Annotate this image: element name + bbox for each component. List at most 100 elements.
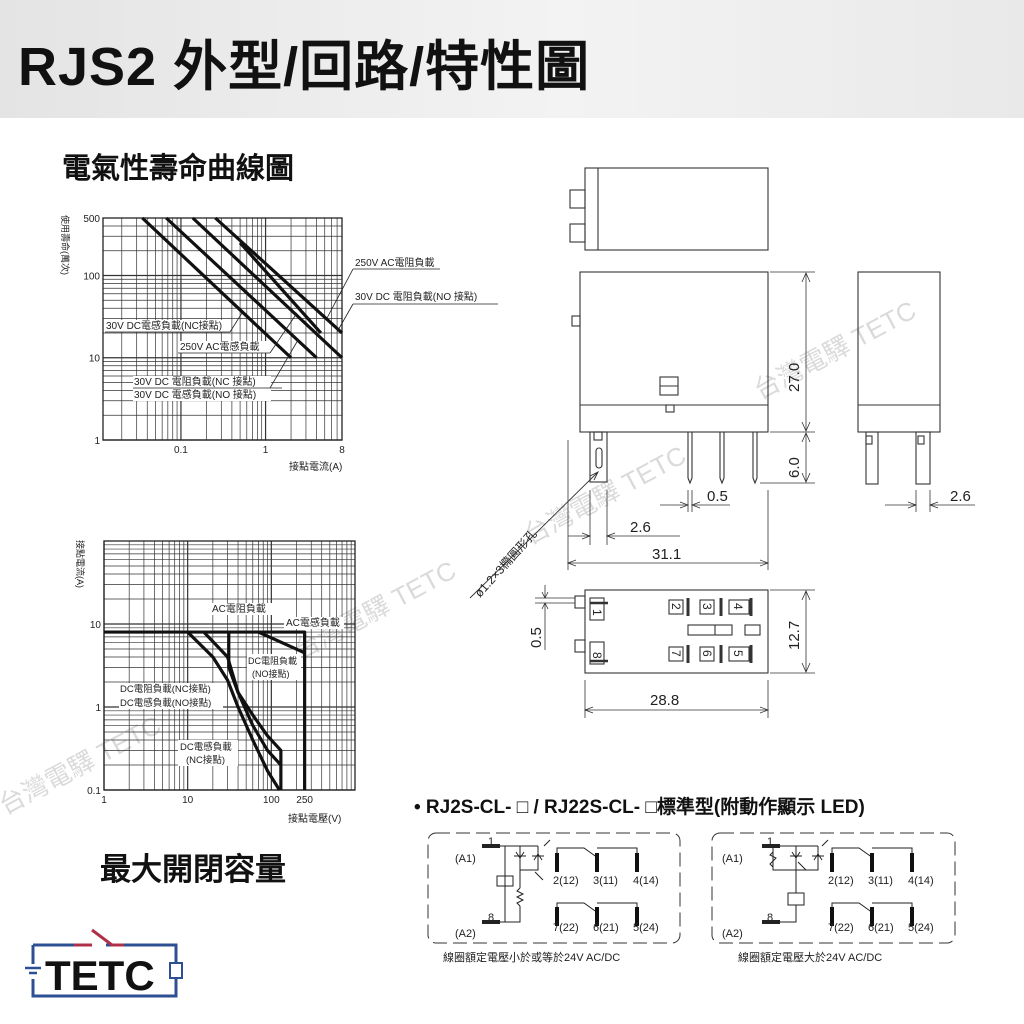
top-view-drawing bbox=[569, 167, 769, 251]
svg-text:3: 3 bbox=[700, 603, 714, 610]
svg-text:2(12): 2(12) bbox=[553, 875, 579, 887]
svg-text:3(11): 3(11) bbox=[593, 875, 618, 887]
capacity-chart-title: 最大開閉容量 bbox=[100, 852, 286, 887]
annotation: 30V DC 電阻負載(NO 接點) bbox=[355, 290, 477, 303]
circuit-diagram-right: 1 (A1) 8 (A2) 2(12) 3(11) 4(14) 7(22) 6(… bbox=[711, 832, 956, 964]
svg-text:7(22): 7(22) bbox=[828, 922, 854, 934]
x-tick-label: 0.1 bbox=[174, 445, 188, 456]
svg-text:5(24): 5(24) bbox=[633, 922, 659, 934]
circuit-diagram-left: 1 (A1) 8 (A2) 2(12) 3(11) 4(14) 7(22) 6(… bbox=[427, 832, 681, 964]
annotation: DC電阻負載(NC接點) bbox=[120, 683, 211, 695]
annotation: 250V AC電感負載 bbox=[180, 340, 259, 353]
dim-pin-pitch: 2.6 bbox=[630, 519, 651, 536]
svg-text:8: 8 bbox=[488, 912, 494, 924]
svg-text:4(14): 4(14) bbox=[908, 875, 934, 887]
annotation: AC電感負載 bbox=[286, 616, 340, 629]
caption-left: 線圈額定電壓小於或等於24V AC/DC bbox=[443, 950, 620, 964]
svg-text:1: 1 bbox=[767, 836, 773, 848]
series-line bbox=[214, 216, 344, 335]
dim-pin-length: 6.0 bbox=[786, 457, 803, 478]
series-line bbox=[165, 216, 318, 359]
x-tick-label: 8 bbox=[339, 445, 345, 456]
dim-width: 12.7 bbox=[786, 621, 803, 650]
svg-text:3(11): 3(11) bbox=[868, 875, 893, 887]
x-tick-label: 10 bbox=[182, 795, 194, 806]
y-tick-label: 500 bbox=[83, 214, 100, 225]
svg-text:1: 1 bbox=[488, 836, 494, 848]
contact-wiring bbox=[556, 847, 638, 914]
series-line bbox=[104, 630, 307, 790]
svg-text:2(12): 2(12) bbox=[828, 875, 854, 887]
x-tick-label: 250 bbox=[296, 795, 313, 806]
y-axis-label: 使用壽命(萬次) bbox=[60, 215, 71, 275]
svg-text:(A2): (A2) bbox=[455, 928, 476, 940]
dim-height: 27.0 bbox=[786, 363, 803, 392]
capacity-chart-labels: 接點電流(A) 接點電壓(V) AC電阻負載 AC電感負載 DC電阻負載 (NO… bbox=[75, 540, 344, 825]
annotation: 30V DC電感負載(NC接點) bbox=[106, 319, 222, 332]
circuit-heading: • RJ2S-CL- □ / RJ22S-CL- □標準型(附動作顯示 LED) bbox=[414, 795, 865, 818]
annotation: (NC接點) bbox=[186, 754, 225, 766]
annotation: DC電感負載 bbox=[180, 741, 232, 753]
contact-wiring bbox=[831, 847, 913, 914]
svg-text:8: 8 bbox=[767, 912, 773, 924]
x-tick-label: 1 bbox=[101, 795, 107, 806]
dim-side-pin: 2.6 bbox=[950, 488, 971, 505]
series-line bbox=[191, 216, 344, 359]
header-banner: RJS2 外型/回路/特性圖 bbox=[0, 0, 1024, 118]
svg-text:6: 6 bbox=[700, 650, 714, 657]
annotation: DC電感負載(NO接點) bbox=[120, 697, 211, 709]
life-chart-title: 電氣性壽命曲線圖 bbox=[62, 151, 294, 185]
side-view-drawing bbox=[857, 271, 975, 512]
front-view-drawing bbox=[469, 271, 815, 599]
watermark: 台灣電驛 TETC 台灣電驛 TETC 台灣電驛 TETC 台灣電驛 TETC bbox=[0, 295, 921, 821]
page-title: RJS2 外型/回路/特性圖 bbox=[18, 37, 591, 97]
svg-text:4(14): 4(14) bbox=[633, 875, 659, 887]
dim-length: 31.1 bbox=[652, 546, 681, 563]
y-axis-label: 接點電流(A) bbox=[75, 540, 86, 588]
dim-pin-width: 0.5 bbox=[707, 488, 728, 505]
svg-text:4: 4 bbox=[731, 603, 745, 610]
series-line bbox=[202, 630, 283, 767]
dim-bottom-offset: 0.5 bbox=[528, 627, 545, 648]
svg-text:6(21): 6(21) bbox=[868, 922, 894, 934]
plot-frame bbox=[103, 540, 356, 791]
annotation: AC電阻負載 bbox=[212, 603, 266, 615]
pin-numbers: 1 8 2 3 4 7 6 5 bbox=[590, 603, 745, 659]
svg-text:台灣電驛 TETC: 台灣電驛 TETC bbox=[519, 440, 691, 551]
svg-text:台灣電驛 TETC: 台灣電驛 TETC bbox=[749, 295, 921, 406]
hole-note: ø1.2×3橢圓形孔 bbox=[471, 526, 539, 600]
svg-text:5: 5 bbox=[731, 650, 745, 657]
svg-text:8: 8 bbox=[590, 652, 604, 659]
svg-text:(A1): (A1) bbox=[722, 853, 743, 865]
caption-right: 線圈額定電壓大於24V AC/DC bbox=[738, 950, 882, 964]
y-tick-label: 10 bbox=[89, 354, 101, 365]
annotation: 30V DC 電阻負載(NC 接點) bbox=[134, 375, 256, 388]
series-line bbox=[227, 632, 283, 790]
dimension-drawings bbox=[469, 167, 975, 718]
series-line bbox=[141, 216, 293, 359]
y-tick-label: 10 bbox=[90, 620, 102, 631]
series-line bbox=[257, 630, 306, 655]
y-tick-label: 1 bbox=[95, 703, 101, 714]
series-line bbox=[238, 241, 323, 335]
y-tick-label: 100 bbox=[83, 271, 100, 282]
svg-text:TETC: TETC bbox=[45, 952, 155, 999]
svg-text:7: 7 bbox=[669, 650, 683, 657]
life-chart-labels: 使用壽命(萬次) 接點電流(A) 250V AC電阻負載 30V DC 電阻負載… bbox=[60, 215, 503, 473]
svg-text:(A1): (A1) bbox=[455, 853, 476, 865]
annotation: 250V AC電阻負載 bbox=[355, 257, 434, 269]
svg-text:2: 2 bbox=[669, 603, 683, 610]
svg-text:(A2): (A2) bbox=[722, 928, 743, 940]
bottom-view-drawing bbox=[535, 585, 815, 718]
plot-frame bbox=[102, 217, 343, 441]
x-axis-label: 接點電壓(V) bbox=[288, 812, 341, 825]
svg-text:1: 1 bbox=[590, 609, 604, 616]
svg-text:7(22): 7(22) bbox=[553, 922, 579, 934]
series-line bbox=[186, 630, 281, 791]
svg-text:6(21): 6(21) bbox=[593, 922, 619, 934]
x-axis-label: 接點電流(A) bbox=[289, 460, 342, 473]
y-tick-label: 0.1 bbox=[87, 786, 101, 797]
